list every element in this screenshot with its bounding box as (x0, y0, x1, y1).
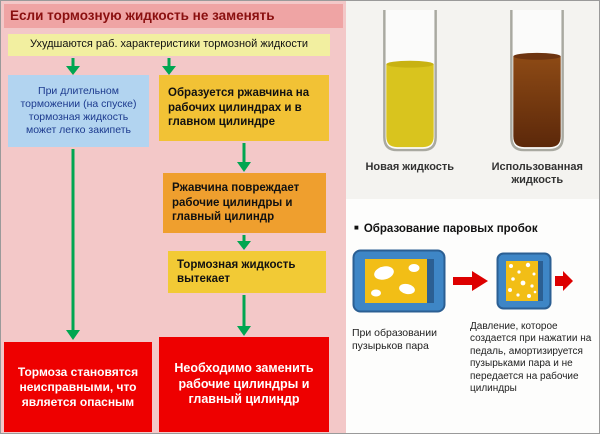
bullet-icon: ■ (354, 223, 359, 232)
red-arrow-icon (453, 271, 488, 291)
step-degrade-box: Ухудшаются раб. характеристики тормозной… (8, 34, 330, 56)
cylinder-vapor-lock-illustration (496, 252, 573, 310)
beaker-new-label: Новая жидкость (365, 161, 455, 173)
beaker-used-illustration (510, 9, 565, 152)
beaker-new: Новая жидкость (350, 7, 470, 199)
illustration-panel: Новая жидкость Использованная жидкость (346, 1, 599, 433)
flowchart-panel: Если тормозную жидкость не заменять Ухуд… (1, 1, 346, 433)
caption-pressure: Давление, которое создается при нажатии … (470, 321, 592, 394)
beaker-new-illustration (382, 9, 437, 152)
step-leak-box: Тормозная жидкость вытекает (168, 251, 326, 293)
branch-boil-box: При длительном торможении (на спуске) то… (8, 75, 149, 147)
cylinder-with-bubbles-illustration (352, 249, 446, 313)
beaker-used: Использованная жидкость (477, 7, 597, 199)
vapor-title-text: Образование паровых пробок (363, 223, 538, 235)
flowchart-title: Если тормозную жидкость не заменять (4, 4, 343, 28)
beaker-used-label: Использованная жидкость (491, 161, 583, 187)
vapor-diagram (350, 247, 598, 315)
result-replace-box: Необходимо заменить рабочие цилиндры и г… (159, 337, 329, 432)
result-danger-box: Тормоза становятся неисправными, что явл… (4, 342, 152, 432)
vapor-section-title: ■ Образование паровых пробок (354, 223, 538, 235)
caption-bubbles: При образовании пузырьков пара (352, 327, 437, 353)
branch-rust-box: Образуется ржавчина на рабочих цилиндрах… (159, 75, 329, 141)
fluid-comparison-photo: Новая жидкость Использованная жидкость (346, 1, 599, 199)
step-rust-damage-box: Ржавчина повреждает рабочие цилиндры и г… (163, 173, 326, 233)
